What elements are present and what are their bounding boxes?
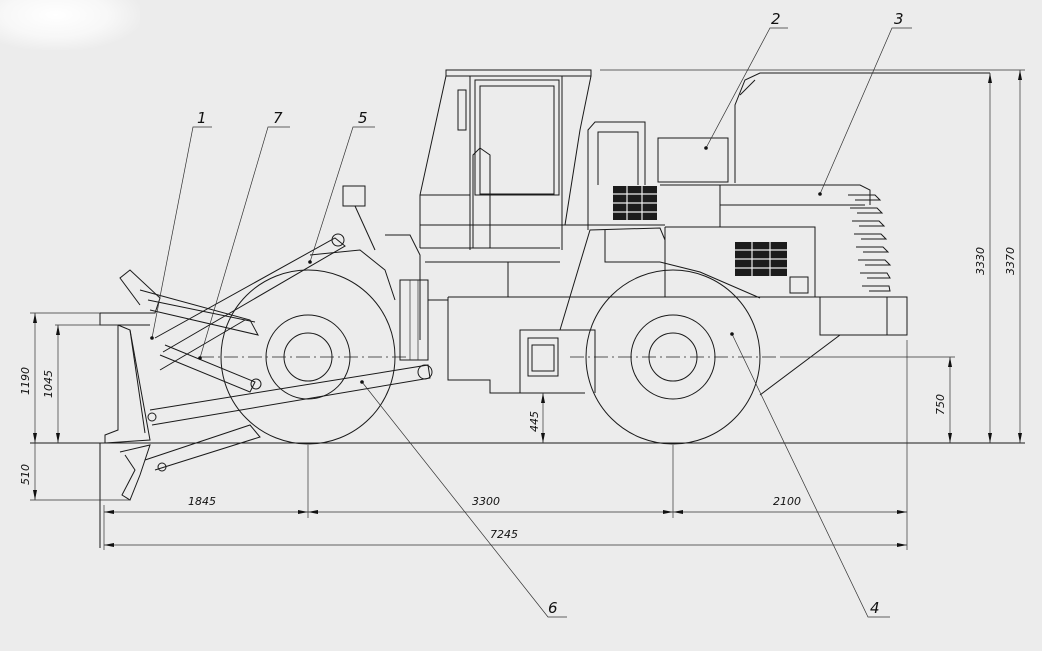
cab (419, 69, 592, 250)
front-wheel (200, 269, 410, 445)
callout-1: 1 (197, 109, 207, 127)
callout-leaders (150, 27, 912, 618)
dim-front-overhang: 1845 (188, 495, 216, 508)
dim-blade-height: 1190 (19, 367, 32, 395)
callout-2: 2 (771, 10, 781, 28)
dim-blade-lift: 1045 (42, 370, 55, 398)
push-arm (147, 364, 433, 426)
lift-cylinders (154, 233, 346, 393)
corner-glare (0, 0, 140, 50)
blade-lowered (119, 424, 261, 501)
callout-5: 5 (358, 109, 368, 127)
callout-7: 7 (273, 109, 283, 127)
callout-4: 4 (870, 599, 880, 617)
dim-ground-clearance: 445 (528, 411, 541, 432)
rear-wheel (570, 269, 780, 445)
dim-axle-height: 750 (934, 394, 947, 415)
ground-line (30, 442, 1025, 548)
dim-wheelbase: 3300 (472, 495, 500, 508)
callout-6: 6 (548, 599, 558, 617)
chassis (420, 72, 990, 396)
front-frame (309, 185, 448, 361)
dim-rear-overhang: 2100 (773, 495, 801, 508)
dim-overall-height: 3370 (1004, 247, 1017, 275)
dim-blade-depth: 510 (19, 464, 32, 485)
rear-grille (848, 194, 892, 292)
blade-main (104, 324, 151, 444)
dimension-lines (30, 69, 1025, 550)
dim-cab-height: 3330 (974, 247, 987, 275)
callout-3: 3 (894, 10, 904, 28)
blade-raised (99, 269, 259, 336)
dim-overall-length: 7245 (490, 528, 518, 541)
